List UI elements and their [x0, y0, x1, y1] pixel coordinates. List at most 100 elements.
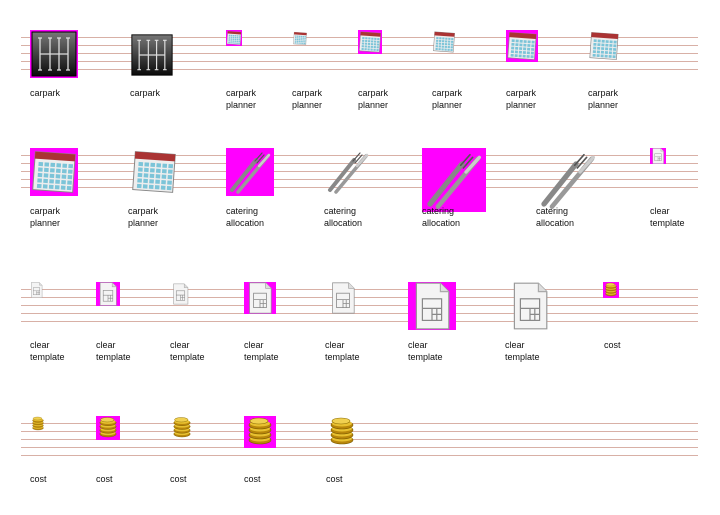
icon-label: catering allocation	[536, 205, 574, 229]
template-icon	[96, 282, 120, 306]
icon-label: cost	[326, 473, 343, 485]
icon-label-line: carpark	[292, 88, 323, 98]
icon-label-line: carpark	[30, 88, 61, 98]
icon-label-line: planner	[432, 100, 463, 110]
icon-label-line: cost	[170, 474, 187, 484]
template-icon	[172, 282, 189, 306]
icon-label-line: cost	[604, 340, 621, 350]
template-icon	[244, 282, 276, 314]
template-icon	[650, 148, 666, 164]
template-icon	[30, 282, 43, 298]
icon-label: clear template	[408, 339, 443, 363]
guide-line	[21, 187, 698, 188]
coins-icon	[603, 282, 619, 298]
icon-label-line: clear	[96, 340, 116, 350]
icon-label-line: carpark	[358, 88, 389, 98]
guide-line	[21, 155, 698, 156]
icon-label-line: planner	[506, 100, 537, 110]
icon-label-line: carpark	[506, 88, 537, 98]
carpark-icon	[30, 30, 78, 78]
guide-line	[21, 439, 698, 440]
icon-label: cost	[96, 473, 113, 485]
icon-label-line: planner	[30, 218, 61, 228]
planner-icon	[30, 148, 78, 196]
icon-label: cost	[30, 473, 47, 485]
planner-icon	[226, 30, 242, 46]
icon-label-line: cost	[244, 474, 261, 484]
guide-line	[21, 447, 698, 448]
guide-line	[21, 423, 698, 424]
icon-label: catering allocation	[324, 205, 362, 229]
icon-label: carpark planner	[358, 87, 388, 111]
icon-label: carpark planner	[432, 87, 462, 111]
icon-label: carpark	[130, 87, 160, 99]
icon-label: carpark planner	[128, 205, 158, 229]
planner-icon	[130, 148, 178, 196]
icon-label-line: catering	[324, 206, 357, 216]
icon-label-line: template	[325, 352, 360, 362]
icon-label-line: allocation	[226, 218, 265, 228]
guide-line	[21, 321, 698, 322]
planner-icon	[432, 30, 456, 54]
planner-icon	[292, 31, 308, 46]
planner-icon	[358, 30, 382, 54]
icon-label: cost	[170, 473, 187, 485]
icon-label: catering allocation	[226, 205, 264, 229]
planner-icon	[506, 30, 538, 62]
icon-label-line: cost	[30, 474, 47, 484]
icon-label-line: carpark	[432, 88, 463, 98]
icon-label: carpark planner	[226, 87, 256, 111]
guide-line	[21, 455, 698, 456]
icon-label-line: cost	[326, 474, 343, 484]
coins-icon	[30, 416, 46, 432]
icon-label-line: allocation	[422, 218, 461, 228]
icon-label-line: catering	[422, 206, 455, 216]
icon-label-line: clear	[408, 340, 428, 350]
icon-label-line: template	[30, 352, 65, 362]
icon-label-line: planner	[226, 100, 257, 110]
guide-line	[21, 61, 698, 62]
coins-icon	[326, 416, 358, 448]
icon-label-line: template	[408, 352, 443, 362]
icon-label-line: planner	[588, 100, 619, 110]
icon-label: clear template	[325, 339, 360, 363]
icon-label-line: planner	[128, 218, 159, 228]
icon-label-line: carpark	[30, 206, 61, 216]
icon-label: carpark	[30, 87, 60, 99]
icon-label-line: template	[170, 352, 205, 362]
icon-label-line: catering	[536, 206, 569, 216]
icon-label-line: planner	[358, 100, 389, 110]
coins-icon	[244, 416, 276, 448]
guide-line	[21, 297, 698, 298]
icon-label-line: clear	[244, 340, 264, 350]
icon-label-line: allocation	[536, 218, 575, 228]
coins-icon	[170, 416, 194, 440]
icon-label: carpark planner	[30, 205, 60, 229]
coins-icon	[96, 416, 120, 440]
guide-line	[21, 289, 698, 290]
icon-label: clear template	[170, 339, 205, 363]
icon-label-line: carpark	[588, 88, 619, 98]
cutlery-icon	[422, 148, 486, 212]
icon-label-line: catering	[226, 206, 259, 216]
icon-label-line: cost	[96, 474, 113, 484]
icon-label-line: carpark	[128, 206, 159, 216]
carpark-icon	[130, 33, 174, 77]
icon-label: carpark planner	[588, 87, 618, 111]
icon-label-line: planner	[292, 100, 323, 110]
guide-line	[21, 431, 698, 432]
icon-label-line: clear	[170, 340, 190, 350]
icon-label-line: carpark	[226, 88, 257, 98]
icon-label-line: allocation	[324, 218, 363, 228]
icon-label: cost	[244, 473, 261, 485]
icon-label-line: clear	[325, 340, 345, 350]
icon-label-line: carpark	[130, 88, 161, 98]
cutlery-icon	[324, 148, 372, 196]
template-icon	[408, 282, 456, 330]
icon-label: cost	[604, 339, 621, 351]
guide-line	[21, 179, 698, 180]
